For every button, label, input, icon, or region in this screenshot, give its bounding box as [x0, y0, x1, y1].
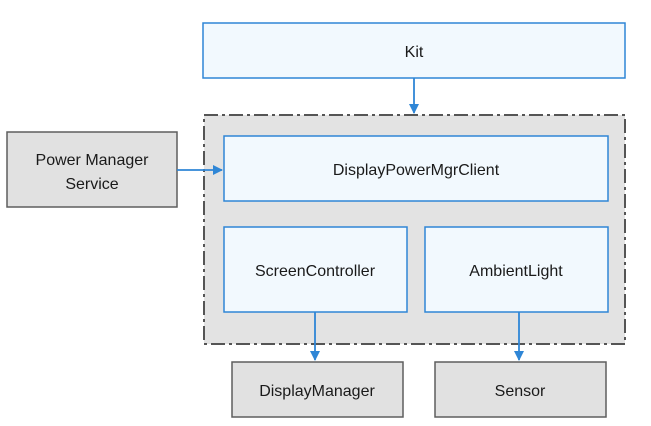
sensor-label: Sensor [495, 383, 546, 400]
kit-box: Kit [202, 22, 626, 79]
display-manager-box: DisplayManager [231, 361, 404, 418]
display-manager-label: DisplayManager [259, 383, 375, 400]
screen-controller-label: ScreenController [255, 263, 376, 280]
display-power-mgr-client-box: DisplayPowerMgrClient [223, 135, 609, 202]
screen-controller-box: ScreenController [223, 226, 408, 313]
display-power-mgr-client-label: DisplayPowerMgrClient [333, 162, 500, 179]
power-manager-service-label-line2: Service [65, 176, 118, 193]
sensor-box: Sensor [434, 361, 607, 418]
ambient-light-box: AmbientLight [424, 226, 609, 313]
power-manager-service-label-line1: Power Manager [36, 152, 150, 169]
kit-label: Kit [405, 44, 424, 61]
ambient-light-label: AmbientLight [469, 263, 563, 280]
power-manager-service-box: Power Manager Service [6, 131, 178, 208]
